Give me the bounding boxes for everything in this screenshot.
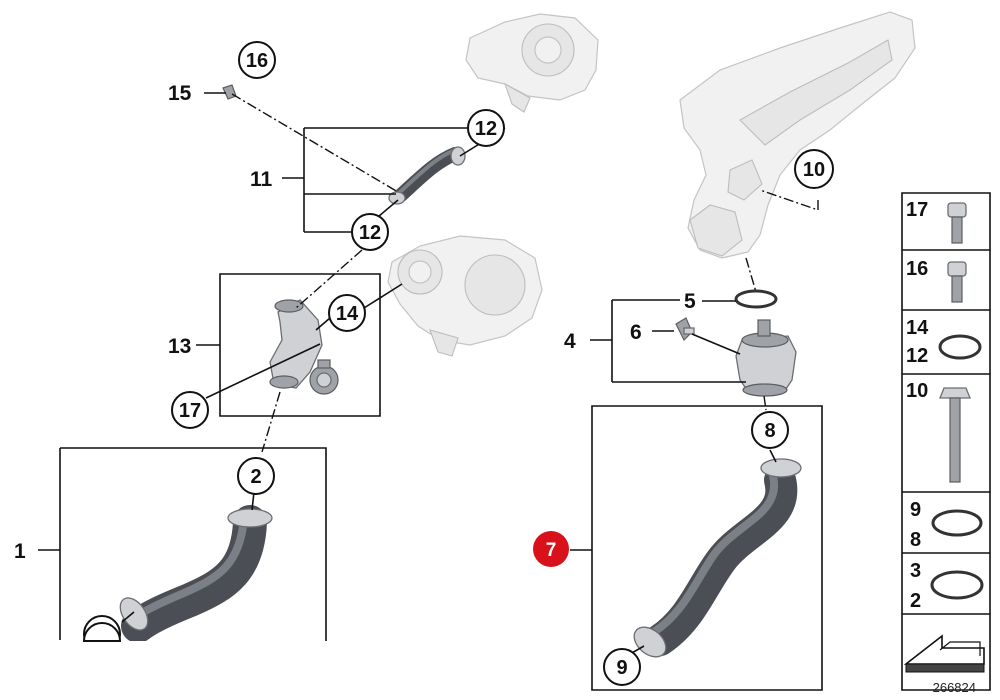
leader-lines	[38, 92, 823, 691]
svg-text:14: 14	[336, 303, 359, 325]
svg-text:7: 7	[546, 540, 557, 561]
label-1: 1	[14, 540, 26, 563]
bolt-10-icon	[939, 387, 971, 483]
turbocharger-upper-ghost	[465, 13, 599, 113]
parts-legend-sidebar: 17 16 14 12 10 9 8 3 2	[901, 192, 991, 691]
intake-manifold-ghost	[679, 11, 916, 259]
svg-text:9: 9	[616, 657, 627, 679]
legend-label-2: 2	[910, 590, 921, 612]
o-ring-14-12-icon	[938, 334, 982, 360]
label-4: 4	[564, 330, 576, 353]
sensor-6	[675, 317, 695, 342]
highlight-marker-7[interactable]: 7	[533, 531, 569, 567]
seal-ring-5	[734, 289, 778, 309]
svg-text:12: 12	[359, 222, 381, 244]
callout-9[interactable]: 9	[603, 648, 641, 686]
callout-12-upper[interactable]: 12	[467, 109, 505, 147]
pressure-valve	[309, 359, 339, 395]
legend-label-8: 8	[910, 529, 921, 551]
svg-text:2: 2	[250, 466, 261, 488]
seal-ring-9-8-icon	[931, 509, 983, 537]
elbow-connector	[269, 299, 323, 389]
callout-3-front	[82, 622, 122, 642]
legend-label-10: 10	[906, 380, 928, 402]
legend-label-14: 14	[906, 317, 929, 339]
bolt-16-icon	[947, 261, 967, 303]
svg-text:12: 12	[475, 118, 497, 140]
callout-16[interactable]: 16	[238, 41, 276, 79]
direction-arrow-icon	[903, 634, 985, 673]
label-13: 13	[168, 335, 191, 358]
svg-text:8: 8	[764, 420, 775, 442]
callout-8[interactable]: 8	[751, 411, 789, 449]
diagram-reference-number: 266824	[933, 680, 976, 695]
legend-label-9: 9	[910, 499, 921, 521]
svg-text:10: 10	[803, 159, 825, 181]
charge-air-hose-1	[119, 505, 273, 643]
screw-15	[222, 84, 237, 100]
turbocharger-middle-ghost	[387, 235, 543, 357]
adapter-housing	[735, 319, 797, 397]
svg-text:17: 17	[179, 400, 201, 422]
legend-label-3: 3	[910, 560, 921, 582]
label-6: 6	[630, 321, 642, 344]
label-15: 15	[168, 82, 192, 105]
coolant-pipe-upper	[388, 146, 466, 205]
label-11: 11	[250, 168, 273, 191]
bolt-17-icon	[947, 202, 967, 244]
callout-17[interactable]: 17	[171, 391, 209, 429]
label-5: 5	[684, 290, 696, 313]
callout-10[interactable]: 10	[794, 149, 834, 189]
callout-2[interactable]: 2	[237, 457, 275, 495]
legend-label-12: 12	[906, 345, 928, 367]
legend-label-17: 17	[906, 199, 928, 221]
seal-ring-3-2-icon	[930, 570, 984, 600]
callout-14[interactable]: 14	[328, 294, 366, 332]
callout-12-lower[interactable]: 12	[351, 213, 389, 251]
charge-air-hose-7	[633, 458, 802, 658]
svg-text:16: 16	[246, 50, 268, 72]
legend-label-16: 16	[906, 258, 928, 280]
